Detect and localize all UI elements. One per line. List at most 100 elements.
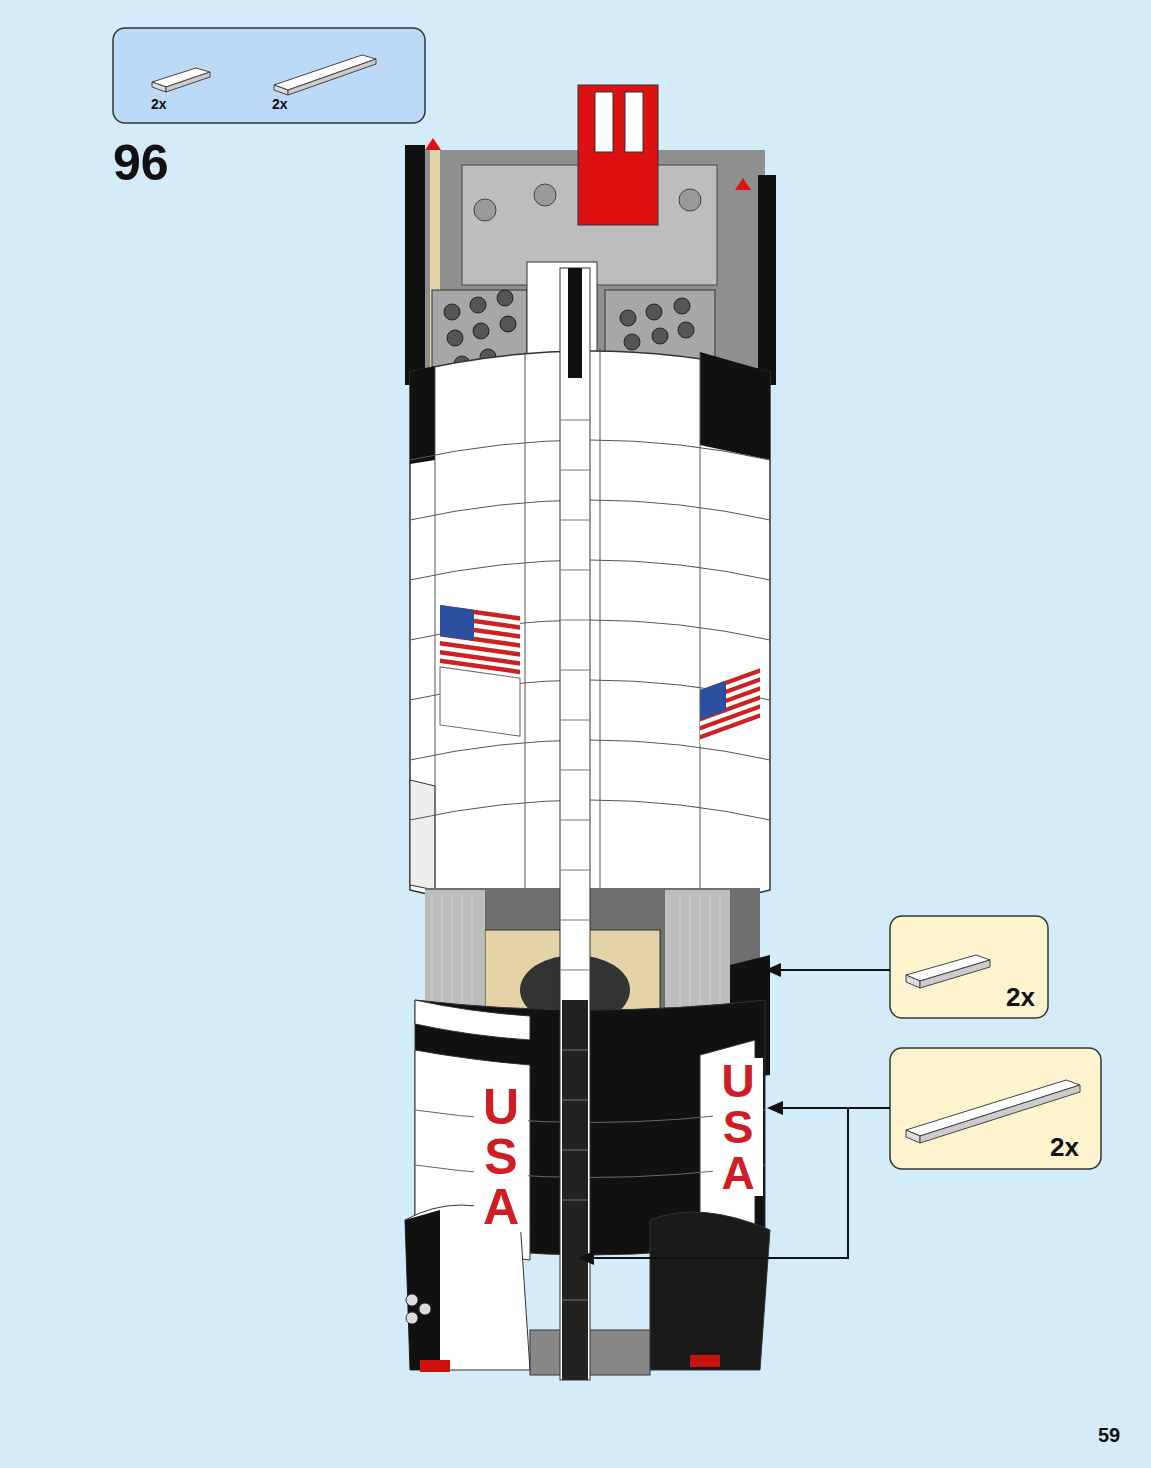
illustration-part bbox=[560, 770, 590, 771]
illustration-part bbox=[765, 963, 781, 977]
illustration-part bbox=[578, 85, 658, 225]
illustration-part bbox=[406, 1294, 418, 1306]
illustration-part bbox=[497, 290, 513, 306]
illustration-part bbox=[406, 1294, 431, 1324]
page-number: 59 bbox=[1098, 1424, 1120, 1447]
illustration-part bbox=[525, 352, 526, 910]
illustration-part bbox=[405, 1210, 440, 1370]
illustration-part bbox=[679, 189, 701, 211]
illustration-part bbox=[440, 605, 520, 674]
illustration-part bbox=[440, 605, 474, 641]
illustration-part bbox=[406, 1312, 418, 1324]
illustration-part bbox=[113, 28, 425, 123]
illustration-part bbox=[562, 1000, 588, 1380]
illustration-part bbox=[405, 145, 425, 385]
illustration-part bbox=[447, 330, 463, 346]
illustration-part bbox=[474, 199, 496, 221]
illustration-part bbox=[420, 1360, 450, 1372]
illustration-part bbox=[435, 366, 436, 898]
illustration-part bbox=[274, 85, 288, 95]
illustration-part bbox=[288, 59, 376, 95]
illustration-part bbox=[166, 72, 210, 92]
illustration-part bbox=[560, 720, 590, 721]
illustration-part bbox=[560, 420, 590, 421]
illustration-part bbox=[625, 92, 643, 152]
illustration-part bbox=[152, 55, 376, 95]
illustration-part bbox=[600, 348, 601, 912]
illustration-part bbox=[920, 960, 990, 988]
illustration-part bbox=[440, 659, 520, 675]
illustration-part bbox=[700, 681, 726, 720]
quantity-label: 2x bbox=[1050, 1132, 1079, 1163]
part-callout: 2x bbox=[890, 1048, 1101, 1169]
illustration-part bbox=[440, 605, 520, 674]
illustration-part bbox=[700, 352, 770, 460]
illustration-part bbox=[560, 920, 590, 921]
illustration-part bbox=[568, 268, 582, 378]
illustration-part bbox=[578, 1251, 594, 1265]
illustration-part bbox=[560, 970, 590, 971]
illustration-part bbox=[906, 1080, 1080, 1136]
illustration-part bbox=[700, 352, 701, 905]
illustration-part bbox=[620, 310, 636, 326]
illustration-part bbox=[650, 1212, 770, 1370]
illustration-part bbox=[700, 713, 760, 739]
illustration-part bbox=[690, 1355, 720, 1367]
illustration-part bbox=[767, 1101, 783, 1115]
illustration-part bbox=[578, 963, 783, 1265]
illustration-part bbox=[440, 605, 760, 745]
step-number: 96 bbox=[113, 134, 169, 192]
illustration-part bbox=[778, 969, 890, 971]
illustration-part bbox=[560, 820, 590, 821]
decal-text: USA bbox=[713, 1058, 763, 1196]
illustration-part bbox=[560, 420, 590, 1300]
illustration-part bbox=[652, 328, 668, 344]
illustration-part bbox=[758, 175, 776, 385]
illustration-part bbox=[906, 975, 920, 988]
illustration-part bbox=[678, 322, 694, 338]
illustration-part bbox=[444, 304, 460, 320]
illustration-part bbox=[560, 520, 590, 521]
illustration-part bbox=[700, 668, 760, 745]
illustration-part bbox=[890, 1048, 1101, 1169]
illustration-part bbox=[410, 780, 435, 890]
illustration-part bbox=[560, 268, 590, 1380]
illustration-part bbox=[534, 184, 556, 206]
illustration-part bbox=[560, 620, 590, 621]
quantity-label: 2x bbox=[1006, 982, 1035, 1013]
parts-list-panel: 2x 2x bbox=[113, 28, 425, 123]
illustration-part bbox=[624, 334, 640, 350]
illustration-part bbox=[440, 667, 520, 736]
illustration-part bbox=[425, 138, 751, 190]
illustration-part bbox=[646, 304, 662, 320]
illustration-part bbox=[595, 92, 613, 152]
illustration-part bbox=[605, 290, 715, 360]
illustration-part bbox=[674, 298, 690, 314]
quantity-label: 2x bbox=[151, 96, 167, 112]
illustration-part bbox=[700, 668, 760, 745]
illustration-part bbox=[906, 1130, 920, 1143]
illustration-part bbox=[560, 470, 590, 471]
illustration-part bbox=[470, 297, 486, 313]
illustration-part bbox=[562, 1050, 588, 1051]
illustration-part bbox=[562, 1100, 588, 1101]
illustration-part bbox=[592, 970, 890, 1258]
illustration-part bbox=[560, 670, 590, 671]
illustration-part bbox=[274, 55, 376, 90]
illustration-part bbox=[562, 1150, 588, 1151]
decal-text: USA bbox=[474, 1082, 528, 1232]
illustration-part bbox=[906, 955, 990, 988]
illustration-part bbox=[419, 1303, 431, 1315]
illustration-part bbox=[410, 366, 435, 464]
quantity-label: 2x bbox=[272, 96, 288, 112]
illustration-part bbox=[562, 1300, 588, 1301]
illustration-part bbox=[562, 1200, 588, 1201]
illustration-part bbox=[473, 323, 489, 339]
illustration-part bbox=[500, 316, 516, 332]
illustration-part bbox=[152, 82, 166, 92]
illustration-part bbox=[890, 916, 1048, 1018]
illustration-part bbox=[560, 870, 590, 871]
illustration-part bbox=[560, 570, 590, 571]
part-callout: 2x bbox=[890, 916, 1048, 1018]
